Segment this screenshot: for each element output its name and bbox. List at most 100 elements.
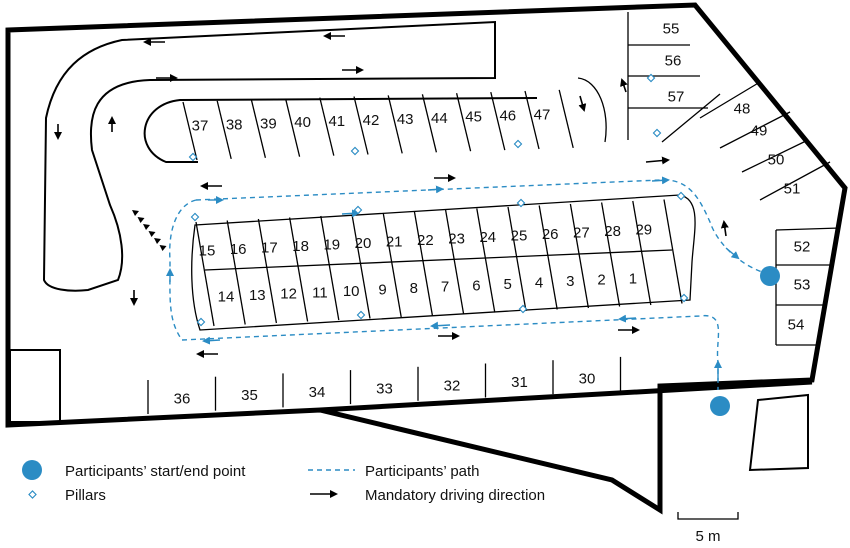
spot-divider <box>444 209 465 315</box>
spot-divider <box>182 101 198 161</box>
parking-spot-35: 35 <box>241 387 258 404</box>
parking-spot-24: 24 <box>479 229 496 246</box>
parking-spot-54: 54 <box>788 317 805 334</box>
driving-direction-arrow <box>720 220 729 237</box>
parking-spot-51: 51 <box>784 181 801 198</box>
ramp-marker <box>137 217 145 223</box>
parking-spot-36: 36 <box>174 391 191 408</box>
parking-spot-40: 40 <box>294 114 311 131</box>
parking-spot-21: 21 <box>386 234 403 251</box>
spot-divider <box>387 95 403 154</box>
parking-spot-15: 15 <box>199 243 216 260</box>
ramp-markers <box>132 210 167 251</box>
parking-spot-52: 52 <box>794 239 811 256</box>
pillar-icon <box>350 146 360 156</box>
top-ramp-wall <box>42 20 496 292</box>
parking-spot-32: 32 <box>444 377 461 394</box>
parking-spot-8: 8 <box>410 280 418 297</box>
start-end-point-bottom <box>710 396 730 416</box>
parking-spot-4: 4 <box>535 275 543 292</box>
path-arrow <box>341 209 360 218</box>
parking-spot-28: 28 <box>604 223 621 240</box>
ramp-marker <box>154 238 161 244</box>
parking-spot-37: 37 <box>192 118 209 135</box>
parking-spot-33: 33 <box>376 381 393 398</box>
center-dividers <box>195 199 683 327</box>
spot-divider <box>284 98 301 157</box>
spot-divider <box>288 217 309 322</box>
participants-path-left <box>169 199 197 341</box>
pillar-icon <box>190 212 200 222</box>
parking-spot-6: 6 <box>472 277 480 294</box>
scale-bar-label: 5 m <box>695 528 720 545</box>
pillar-icon <box>679 293 689 303</box>
parking-spot-43: 43 <box>397 111 414 128</box>
parking-spot-19: 19 <box>323 237 340 254</box>
pillar-icon <box>652 128 662 138</box>
parking-spot-20: 20 <box>355 235 372 252</box>
parking-spot-13: 13 <box>249 287 266 304</box>
spot-divider <box>507 206 527 312</box>
parking-spot-53: 53 <box>794 277 811 294</box>
center-island <box>191 194 696 331</box>
driving-direction-arrows <box>54 32 729 358</box>
path-arrow <box>651 176 670 185</box>
parking-spot-50: 50 <box>768 152 785 169</box>
spot-divider <box>558 89 574 149</box>
spot-divider <box>195 221 215 327</box>
parking-spot-55: 55 <box>663 21 680 38</box>
legend-direction-label: Mandatory driving direction <box>365 487 545 504</box>
parking-spot-44: 44 <box>431 110 448 127</box>
driving-direction-arrow <box>620 78 628 93</box>
spot-divider <box>226 220 246 325</box>
parking-spot-2: 2 <box>597 272 605 289</box>
spot-divider <box>257 218 278 324</box>
spot-divider <box>600 202 621 307</box>
right-spot-dividers <box>627 12 841 346</box>
pillar-icon <box>196 317 206 327</box>
parking-spot-29: 29 <box>635 222 652 239</box>
parking-spot-56: 56 <box>665 53 682 70</box>
parking-spot-1: 1 <box>629 270 637 287</box>
spot-divider <box>353 96 369 155</box>
legend-start-end-icon <box>22 460 42 480</box>
pillar-icon <box>676 191 686 201</box>
parking-spot-39: 39 <box>260 115 277 132</box>
stairwell-box-left <box>9 349 61 423</box>
parking-spot-45: 45 <box>465 109 482 126</box>
spot-divider <box>216 100 232 160</box>
ramp-marker <box>159 245 167 251</box>
parking-spot-49: 49 <box>751 123 768 140</box>
parking-spot-22: 22 <box>417 232 434 249</box>
spot-divider <box>569 203 590 309</box>
parking-spot-5: 5 <box>504 276 512 293</box>
pillars <box>188 73 689 327</box>
pillar-icon <box>188 152 198 162</box>
spot-divider <box>524 90 540 150</box>
path-arrow <box>202 336 221 345</box>
parking-spot-17: 17 <box>261 240 278 257</box>
legend-start-end-label: Participants’ start/end point <box>65 463 246 480</box>
parking-spot-25: 25 <box>511 228 528 245</box>
spot-divider <box>455 93 472 152</box>
parking-spot-9: 9 <box>378 282 386 299</box>
parking-spot-30: 30 <box>579 371 596 388</box>
parking-spot-10: 10 <box>343 283 360 300</box>
ramp-marker <box>143 224 150 230</box>
spot-divider <box>320 215 340 321</box>
right-curve-wall <box>577 77 607 143</box>
pillar-icon <box>353 205 363 215</box>
parking-spot-7: 7 <box>441 279 449 296</box>
bottom-row-dividers <box>147 356 622 414</box>
spot-divider <box>351 214 371 319</box>
stairwell-box-right <box>748 393 809 472</box>
ramp-marker <box>132 210 139 216</box>
legend-path-label: Participants’ path <box>365 463 480 480</box>
pillar-icon <box>646 73 656 83</box>
pillar-icon <box>516 198 526 208</box>
legend-pillar-icon <box>28 490 37 499</box>
spot-divider <box>538 205 558 310</box>
inner-divider-wall <box>319 379 813 413</box>
